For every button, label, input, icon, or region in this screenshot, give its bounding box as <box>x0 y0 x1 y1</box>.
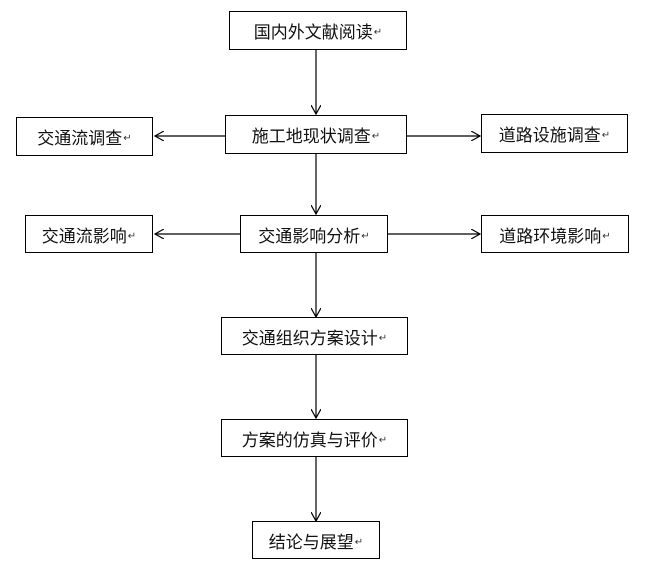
paragraph-mark: ↵ <box>601 130 611 141</box>
node-conclusion: 结论与展望↵ <box>252 521 380 559</box>
node-road-facility-survey: 道路设施调查↵ <box>481 114 628 153</box>
paragraph-mark: ↵ <box>602 230 611 242</box>
node-conclusion-label: 结论与展望 <box>268 532 354 553</box>
node-road-facility-survey-label: 道路设施调查 <box>498 126 601 146</box>
node-literature-label: 国内外文献阅读 <box>253 23 373 43</box>
paragraph-mark: ↵ <box>378 434 388 446</box>
node-org-design: 交通组织方案设计↵ <box>221 317 408 355</box>
node-site-survey: 施工地现状调查↵ <box>225 115 407 154</box>
node-traffic-flow-impact: 交通流影响↵ <box>25 215 153 253</box>
paragraph-mark: ↵ <box>373 27 383 38</box>
node-traffic-flow-survey-label: 交通流调查 <box>37 129 123 149</box>
node-org-design-label: 交通组织方案设计 <box>241 328 378 349</box>
node-impact-analysis-label: 交通影响分析 <box>258 226 361 247</box>
node-traffic-flow-impact-label: 交通流影响 <box>41 226 127 247</box>
node-literature: 国内外文献阅读↵ <box>229 11 407 50</box>
paragraph-mark: ↵ <box>127 230 137 242</box>
paragraph-mark: ↵ <box>378 332 388 344</box>
node-traffic-flow-survey: 交通流调查↵ <box>16 117 153 156</box>
paragraph-mark: ↵ <box>123 133 132 144</box>
paragraph-mark: ↵ <box>354 536 364 548</box>
node-site-survey-label: 施工地现状调查 <box>251 127 371 147</box>
node-impact-analysis: 交通影响分析↵ <box>240 215 388 253</box>
node-simulation-eval-label: 方案的仿真与评价 <box>241 430 378 451</box>
paragraph-mark: ↵ <box>371 131 381 142</box>
node-road-env-impact: 道路环境影响↵ <box>481 215 629 253</box>
node-road-env-impact-label: 道路环境影响 <box>499 226 602 247</box>
node-simulation-eval: 方案的仿真与评价↵ <box>221 419 408 457</box>
paragraph-mark: ↵ <box>361 230 370 242</box>
